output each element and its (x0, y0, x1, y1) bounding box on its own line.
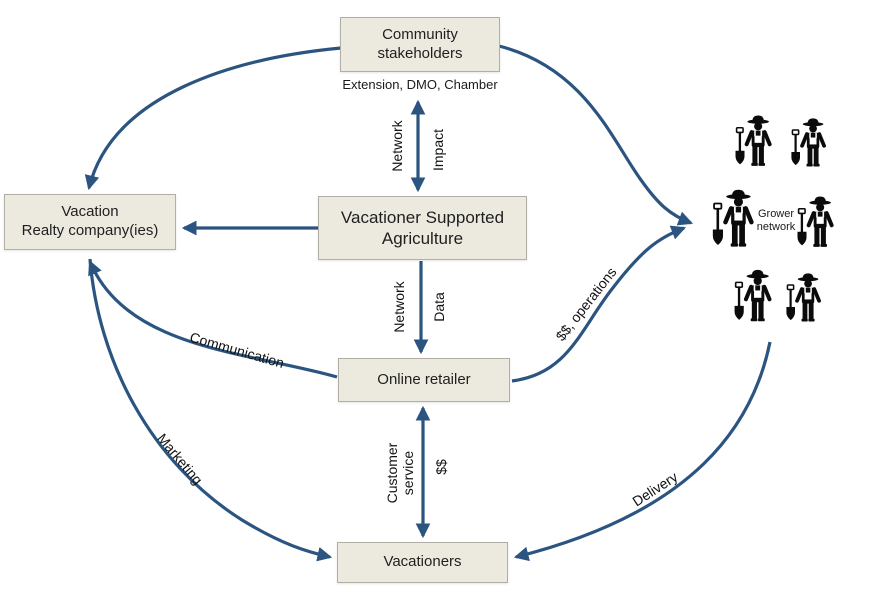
farmer-icon (736, 116, 770, 166)
farmer-icon (713, 190, 752, 247)
farmer-icon (786, 273, 819, 321)
node-label: Agriculture (381, 229, 464, 248)
farmer-icon (735, 270, 770, 321)
edge-label-line: service (400, 450, 416, 496)
node-community-stakeholders: Community stakeholders (340, 17, 500, 72)
arrow-stakeholders-to-growers (498, 44, 694, 226)
arrow-retailer-to-realty-communication (88, 259, 338, 379)
node-label: Community (382, 25, 458, 43)
node-label: Vacationers (383, 553, 462, 571)
node-label: stakeholders (377, 44, 463, 62)
arrow-stakeholders-to-realty (84, 46, 342, 191)
edge-label-dollars: $$ (432, 459, 449, 475)
stakeholders-caption: Extension, DMO, Chamber (342, 77, 498, 92)
node-vacationer-supported-agriculture: Vacationer Supported Agriculture (318, 196, 527, 260)
edge-label-line: Customer (383, 442, 400, 504)
node-label: Online retailer (377, 370, 471, 388)
edge-label-network-mid: Network (390, 281, 407, 333)
grower-network-label: Grower network (756, 208, 796, 234)
arrow-retailer-to-growers-operations (511, 225, 687, 383)
arrow-growers-to-vacationers-delivery (513, 341, 772, 562)
edge-label-customer-service: Customer service (384, 443, 416, 504)
edge-label-impact: Impact (429, 128, 446, 172)
farmer-icon (791, 118, 824, 166)
node-online-retailer: Online retailer (338, 358, 510, 402)
node-label: Realty company(ies) (21, 222, 159, 239)
node-vacation-realty: Vacation Realty company(ies) (4, 194, 176, 250)
edge-label-data: Data (430, 292, 447, 322)
node-vacationers: Vacationers (337, 542, 508, 583)
arrow-realty-to-vacationers-marketing (88, 258, 333, 562)
node-label: Vacationer Supported (340, 207, 505, 227)
node-label: Vacation (61, 203, 119, 221)
edge-label-network-top: Network (388, 120, 405, 172)
